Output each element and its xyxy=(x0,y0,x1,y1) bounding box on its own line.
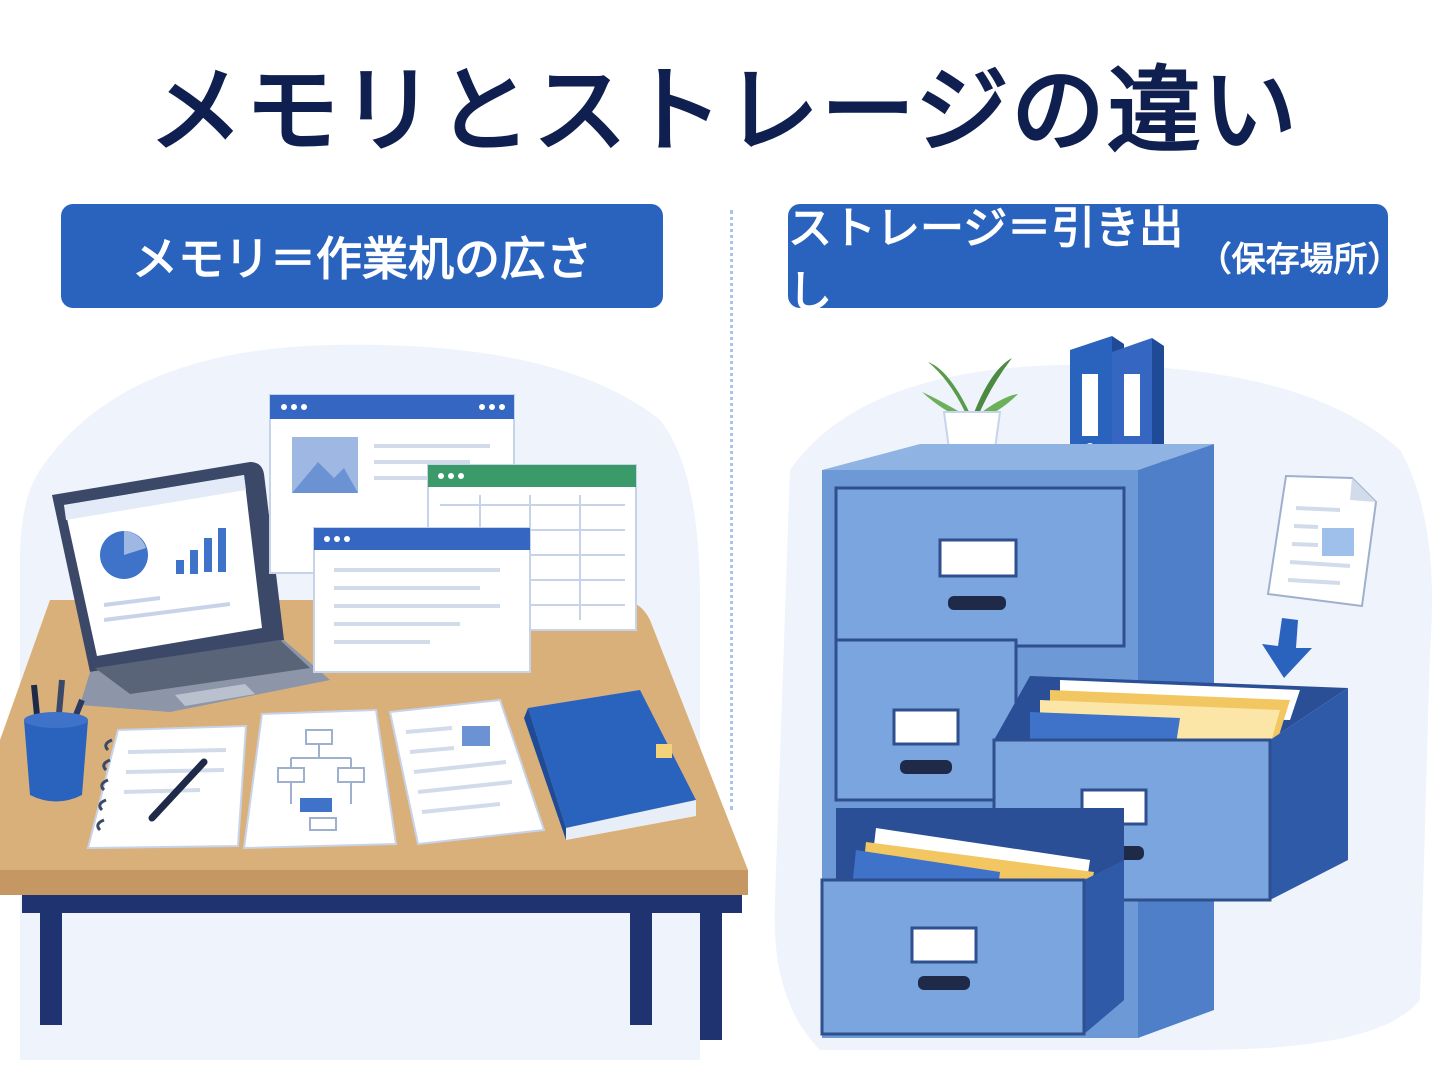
document-icon xyxy=(1266,474,1378,608)
storage-label-paren: （保存場所） xyxy=(1197,239,1402,280)
storage-label-text: ストレージ＝引き出し xyxy=(788,203,1184,318)
document-paper-icon xyxy=(388,698,546,846)
window-text-doc xyxy=(313,527,531,673)
book-icon xyxy=(524,690,696,840)
center-divider xyxy=(730,210,733,810)
storage-label: ストレージ＝引き出し （保存場所） xyxy=(788,203,1402,318)
binders-icon xyxy=(1070,336,1164,468)
notebook-icon xyxy=(86,724,248,850)
memory-label: メモリ＝作業机の広さ xyxy=(61,204,663,308)
laptop-icon xyxy=(52,462,330,712)
memory-label-text: メモリ＝作業机の広さ xyxy=(132,232,592,286)
flowchart-paper-icon xyxy=(242,708,398,850)
open-drawer-lower xyxy=(820,808,1124,1036)
pen-cup-icon xyxy=(24,679,88,802)
page-title: メモリとストレージの違い xyxy=(148,57,1300,166)
arrow-down-icon xyxy=(1262,618,1312,678)
